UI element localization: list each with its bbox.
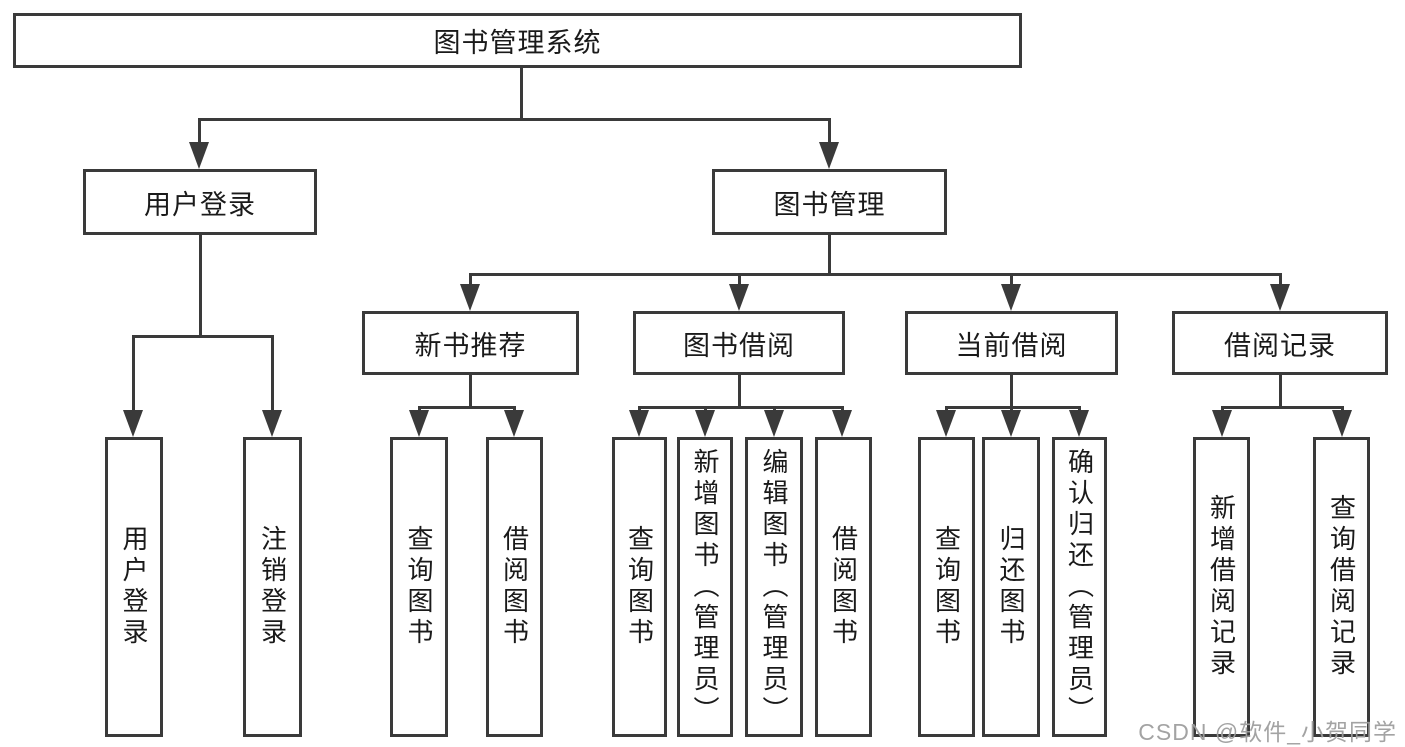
node-current-borrowing: 当前借阅 — [905, 311, 1118, 375]
leaf-user-login: 用户登录 — [105, 437, 163, 737]
connector-line — [132, 335, 274, 338]
connector-line — [199, 235, 202, 338]
connector-line — [638, 406, 844, 409]
arrowhead-icon — [1332, 410, 1352, 437]
arrowhead-icon — [764, 410, 784, 437]
leaf-query-books: 查询图书 — [918, 437, 975, 737]
arrowhead-icon — [1001, 284, 1021, 311]
connector-line — [1279, 375, 1282, 409]
arrowhead-icon — [189, 142, 209, 169]
connector-line — [271, 335, 274, 413]
arrowhead-icon — [832, 410, 852, 437]
leaf-query-borrow-record: 查询借阅记录 — [1313, 437, 1370, 737]
arrowhead-icon — [262, 410, 282, 437]
connector-line — [1221, 406, 1343, 409]
arrowhead-icon — [695, 410, 715, 437]
connector-line — [198, 118, 831, 121]
node-user-login: 用户登录 — [83, 169, 317, 235]
connector-line — [469, 273, 1282, 276]
connector-line — [1010, 375, 1013, 409]
leaf-edit-book-admin: 编辑图书（管理员） — [745, 437, 803, 737]
node-borrowing-records: 借阅记录 — [1172, 311, 1388, 375]
connector-line — [520, 68, 523, 120]
arrowhead-icon — [409, 410, 429, 437]
connector-line — [1279, 273, 1282, 287]
node-book-borrowing: 图书借阅 — [633, 311, 845, 375]
connector-line — [828, 235, 831, 276]
connector-line — [945, 406, 1081, 409]
leaf-logout: 注销登录 — [243, 437, 302, 737]
leaf-query-books: 查询图书 — [390, 437, 448, 737]
node-library-management-system: 图书管理系统 — [13, 13, 1022, 68]
node-book-management: 图书管理 — [712, 169, 947, 235]
connector-line — [738, 273, 741, 287]
arrowhead-icon — [1069, 410, 1089, 437]
arrowhead-icon — [936, 410, 956, 437]
node-new-book-recommendation: 新书推荐 — [362, 311, 579, 375]
connector-line — [828, 118, 831, 146]
leaf-add-book-admin: 新增图书（管理员） — [677, 437, 733, 737]
leaf-return-book: 归还图书 — [982, 437, 1040, 737]
arrowhead-icon — [629, 410, 649, 437]
arrowhead-icon — [1212, 410, 1232, 437]
arrowhead-icon — [460, 284, 480, 311]
arrowhead-icon — [1270, 284, 1290, 311]
arrowhead-icon — [729, 284, 749, 311]
leaf-borrow-books: 借阅图书 — [815, 437, 872, 737]
arrowhead-icon — [1001, 410, 1021, 437]
arrowhead-icon — [123, 410, 143, 437]
leaf-confirm-return-admin: 确认归还（管理员） — [1052, 437, 1107, 737]
connector-line — [469, 375, 472, 409]
arrowhead-icon — [504, 410, 524, 437]
arrowhead-icon — [819, 142, 839, 169]
leaf-add-borrow-record: 新增借阅记录 — [1193, 437, 1250, 737]
connector-line — [738, 375, 741, 409]
connector-line — [132, 335, 135, 413]
connector-line — [418, 406, 516, 409]
connector-line — [198, 118, 201, 146]
connector-line — [469, 273, 472, 287]
connector-line — [1010, 273, 1013, 287]
leaf-query-books: 查询图书 — [612, 437, 667, 737]
leaf-borrow-books: 借阅图书 — [486, 437, 543, 737]
